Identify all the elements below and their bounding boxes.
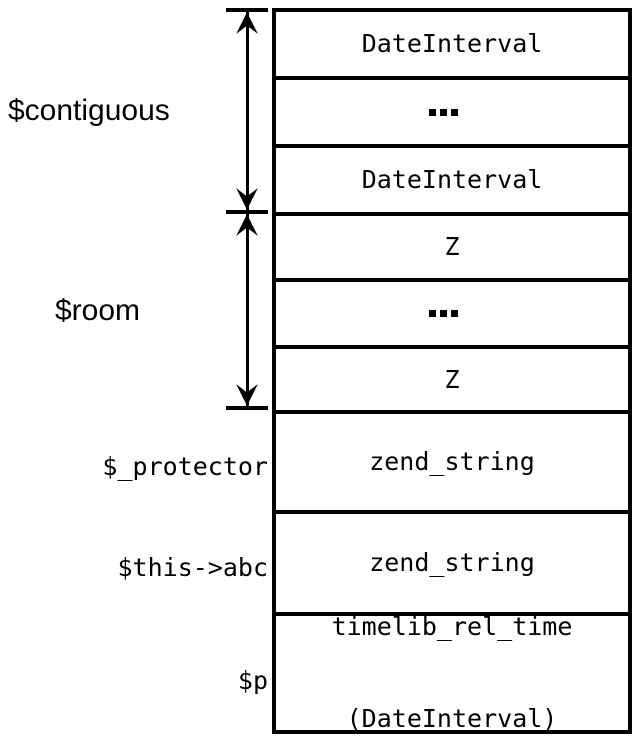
memory-cell-protector: zend_string [276, 410, 628, 510]
memory-cell-label-group: timelib_rel_time (DateInterval) [332, 551, 573, 744]
span-arrow-room [226, 210, 268, 410]
memory-cell-z-first: Z [276, 212, 628, 278]
memory-cell-dateinterval-first: DateInterval [276, 12, 628, 76]
memory-cell-label: DateInterval [361, 165, 543, 195]
span-arrow-room-shaft [246, 212, 249, 408]
label-protector: $_protector [102, 452, 268, 481]
memory-cell-dateinterval-last: DateInterval [276, 144, 628, 212]
memory-cell-p: timelib_rel_time (DateInterval) [276, 612, 628, 733]
memory-cell-label: zend_string [369, 447, 535, 477]
label-contiguous: $contiguous [8, 94, 170, 127]
memory-cell-label: Z [444, 232, 460, 262]
label-room: $room [55, 294, 141, 327]
span-arrow-room-bottom-tick [226, 406, 268, 410]
span-arrow-contiguous-shaft [246, 10, 249, 212]
ellipsis-icon [428, 310, 458, 317]
memory-cell-label-line2: (DateInterval) [346, 703, 558, 733]
memory-cell-this-abc: zend_string [276, 510, 628, 612]
ellipsis-icon [428, 108, 458, 116]
memory-cell-z-last: Z [276, 345, 628, 410]
memory-cell-label: zend_string [369, 548, 535, 578]
memory-cell-label: Z [444, 364, 460, 394]
label-this-abc: $this->abc [117, 553, 268, 582]
memory-cell-ellipsis-contiguous [276, 76, 628, 144]
memory-cell-ellipsis-room [276, 278, 628, 345]
memory-block: DateInterval DateInterval Z Z zend_strin… [272, 8, 632, 734]
label-p: $p [237, 666, 268, 695]
span-arrow-contiguous [226, 8, 268, 214]
memory-cell-label-line1: timelib_rel_time [331, 612, 573, 641]
memory-cell-label: DateInterval [361, 29, 543, 59]
